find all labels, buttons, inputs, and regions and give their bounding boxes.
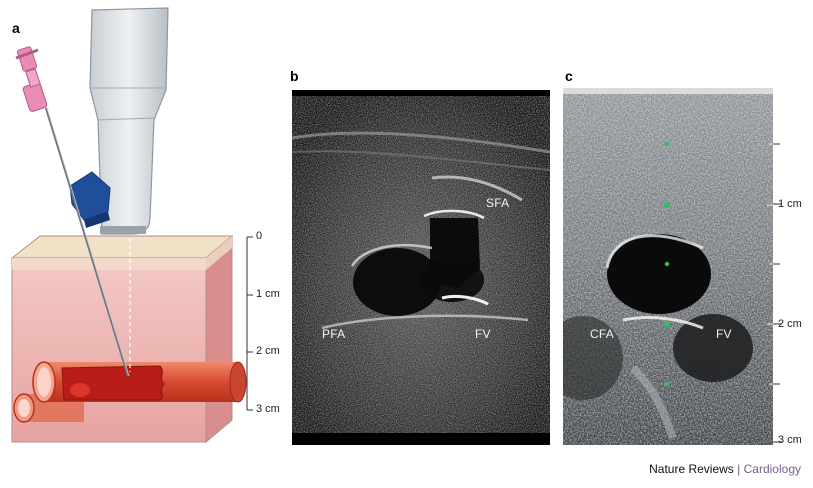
ultrasound-image-c: [563, 88, 773, 445]
credit-separator: |: [737, 462, 740, 476]
depth-label-0: 0: [256, 230, 262, 242]
depth-label-1cm: 1 cm: [256, 288, 280, 300]
label-fv-c: FV: [716, 327, 732, 341]
panel-b-letter: b: [290, 68, 299, 84]
panel-c-letter: c: [565, 68, 573, 84]
label-sfa: SFA: [486, 196, 509, 210]
depth-label-3cm: 3 cm: [256, 403, 280, 415]
label-pfa: PFA: [322, 327, 345, 341]
depth-label-2cm: 2 cm: [256, 345, 280, 357]
depth-label-c-2cm: 2 cm: [778, 318, 802, 330]
journal-credit: Nature Reviews | Cardiology: [649, 462, 801, 476]
depth-ruler-a: [247, 237, 253, 410]
journal-subject: Cardiology: [744, 462, 801, 476]
depth-label-c-3cm: 3 cm: [778, 434, 802, 446]
label-fv-b: FV: [475, 327, 491, 341]
panel-a-illustration: [0, 0, 285, 460]
femoral-vessel: [33, 362, 246, 402]
depth-ruler-c-outer: [772, 140, 784, 445]
label-cfa: CFA: [590, 327, 614, 341]
depth-label-c-1cm: 1 cm: [778, 198, 802, 210]
journal-name: Nature Reviews: [649, 462, 734, 476]
ultrasound-image-b: [292, 90, 550, 445]
